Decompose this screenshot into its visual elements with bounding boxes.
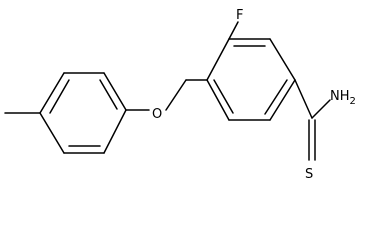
sulfur-label: S — [305, 167, 313, 182]
double-bond-c3-c4 — [264, 79, 288, 115]
tolyl-ring — [39, 72, 127, 154]
bond-r1-r2 — [103, 72, 127, 111]
oxygen-label: O — [152, 107, 162, 122]
bond-thiocarbon-n — [311, 99, 331, 119]
bond-r6-r1 — [103, 109, 127, 154]
structure-canvas: F S NH2 O — [4, 8, 356, 182]
fluorine-label: F — [236, 8, 243, 23]
amine-label: NH2 — [330, 89, 356, 107]
bond-ch2-o — [165, 79, 187, 111]
bond-c6-c1 — [206, 38, 230, 81]
bond-r3-r4 — [39, 72, 65, 114]
bond-r4-r5 — [39, 112, 65, 154]
double-bond-r1-r2 — [99, 79, 118, 110]
double-bond-r3-r4 — [49, 79, 70, 114]
double-bond-c5-c6 — [213, 79, 234, 114]
benzamide-ring — [206, 38, 296, 121]
molecule-structure: F S NH2 O — [4, 8, 356, 182]
bond-c3-c4 — [269, 79, 296, 121]
bond-c1-f — [228, 21, 239, 40]
bond-c5-c6 — [206, 79, 230, 121]
bond-c2-c3 — [269, 38, 296, 81]
bond-c4-thiocarbon — [294, 79, 313, 119]
